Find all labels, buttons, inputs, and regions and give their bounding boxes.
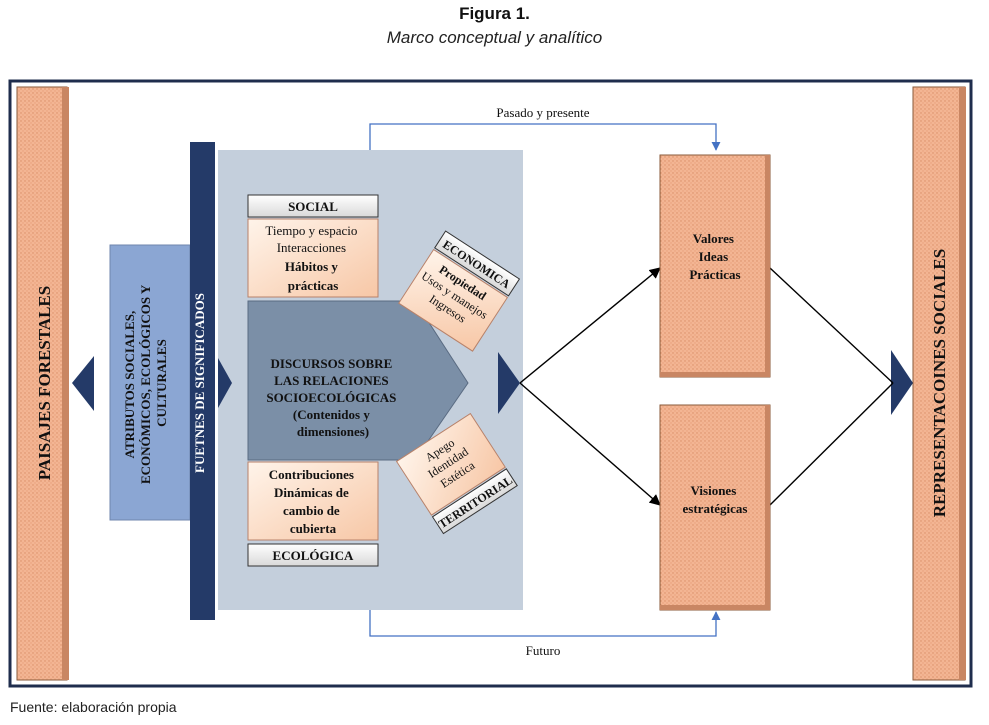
center-line1: DISCURSOS SOBRE [271,356,393,371]
svg-text:Tiempo y espacio Interac: Tiempo y espacio Interacciones Hábitos y… [265,223,360,293]
future-label: Futuro [526,643,561,658]
arrow-to-visions [519,382,661,506]
left-chevron-icon [72,356,94,411]
landscapes-label: PAISAJES FORESTALES [35,286,54,480]
visions-line1: Visiones [691,483,737,498]
landscapes-column: PAISAJES FORESTALES [16,86,69,681]
ecological-line4: cubierta [290,521,337,536]
ecological-line3: cambio de [283,503,340,518]
ecological-line1: Contribuciones [269,467,354,482]
output-chevron-icon [498,352,520,414]
social-line3: Hábitos y [285,259,339,274]
attributes-line3: CULTURALES [154,339,169,427]
values-box: Valores Ideas Prácticas [659,154,771,378]
social-representations-label: REPRESENTACOINES SOCIALES [930,249,949,517]
social-header: SOCIAL [288,199,338,214]
attributes-line2: ECONÓMICOS, ECOLÓGICOS Y [138,284,153,484]
past-present-arrow: Pasado y presente [369,105,721,151]
center-line4: (Contenidos y [293,407,370,422]
center-discourse-box: DISCURSOS SOBRE LAS RELACIONES SOCIOECOL… [247,300,469,461]
values-line1: Valores [693,231,734,246]
figure-source: Fuente: elaboración propia [10,699,177,715]
social-line2: Interacciones [277,240,346,255]
social-representations-column: REPRESENTACOINES SOCIALES [912,86,966,681]
svg-text:DISCURSOS SOBRE LAS RELA: DISCURSOS SOBRE LAS RELACIONES SOCIOECOL… [266,356,399,439]
social-line1: Tiempo y espacio [265,223,357,238]
ecological-header: ECOLÓGICA [273,548,355,563]
values-line2: Ideas [699,249,729,264]
svg-text:ATRIBUTOS SOCIALES, ECON: ATRIBUTOS SOCIALES, ECONÓMICOS, ECOLÓGIC… [122,282,169,484]
right-chevron-icon [891,350,913,415]
social-dimension: SOCIAL Tiempo y espacio Interacciones Há… [247,194,379,298]
ecological-dimension: Contribuciones Dinámicas de cambio de cu… [247,461,379,567]
sources-chevron-icon [218,358,232,408]
center-line3: SOCIOECOLÓGICAS [266,390,396,405]
arrow-to-values [519,267,661,384]
line-visions-to-representations [769,382,894,506]
svg-text:Contribuciones Dinámicas: Contribuciones Dinámicas de cambio de cu… [269,467,357,536]
sources-bar: FUETNES DE SIGNIFICADOS [190,142,215,620]
line-values-to-representations [769,267,894,384]
svg-text:Visiones estratégicas: Visiones estratégicas [683,483,748,516]
figure-title: Figura 1. [459,4,530,23]
visions-line2: estratégicas [683,501,748,516]
center-line2: LAS RELACIONES [274,373,389,388]
attributes-box: ATRIBUTOS SOCIALES, ECONÓMICOS, ECOLÓGIC… [109,244,191,521]
attributes-line1: ATRIBUTOS SOCIALES, [122,311,137,459]
sources-bar-label: FUETNES DE SIGNIFICADOS [192,293,207,473]
ecological-line2: Dinámicas de [274,485,349,500]
figure-subtitle: Marco conceptual y analítico [386,28,603,47]
future-arrow: Futuro [369,610,721,658]
past-present-label: Pasado y presente [496,105,589,120]
values-line3: Prácticas [689,267,740,282]
svg-text:Valores Ideas Prác: Valores Ideas Prácticas [689,231,740,282]
center-line5: dimensiones) [297,424,369,439]
social-line4: prácticas [288,278,339,293]
economic-dimension: ECONOMICA Propiedad Usos y manejos Ingre… [398,230,521,352]
visions-box: Visiones estratégicas [659,404,771,611]
